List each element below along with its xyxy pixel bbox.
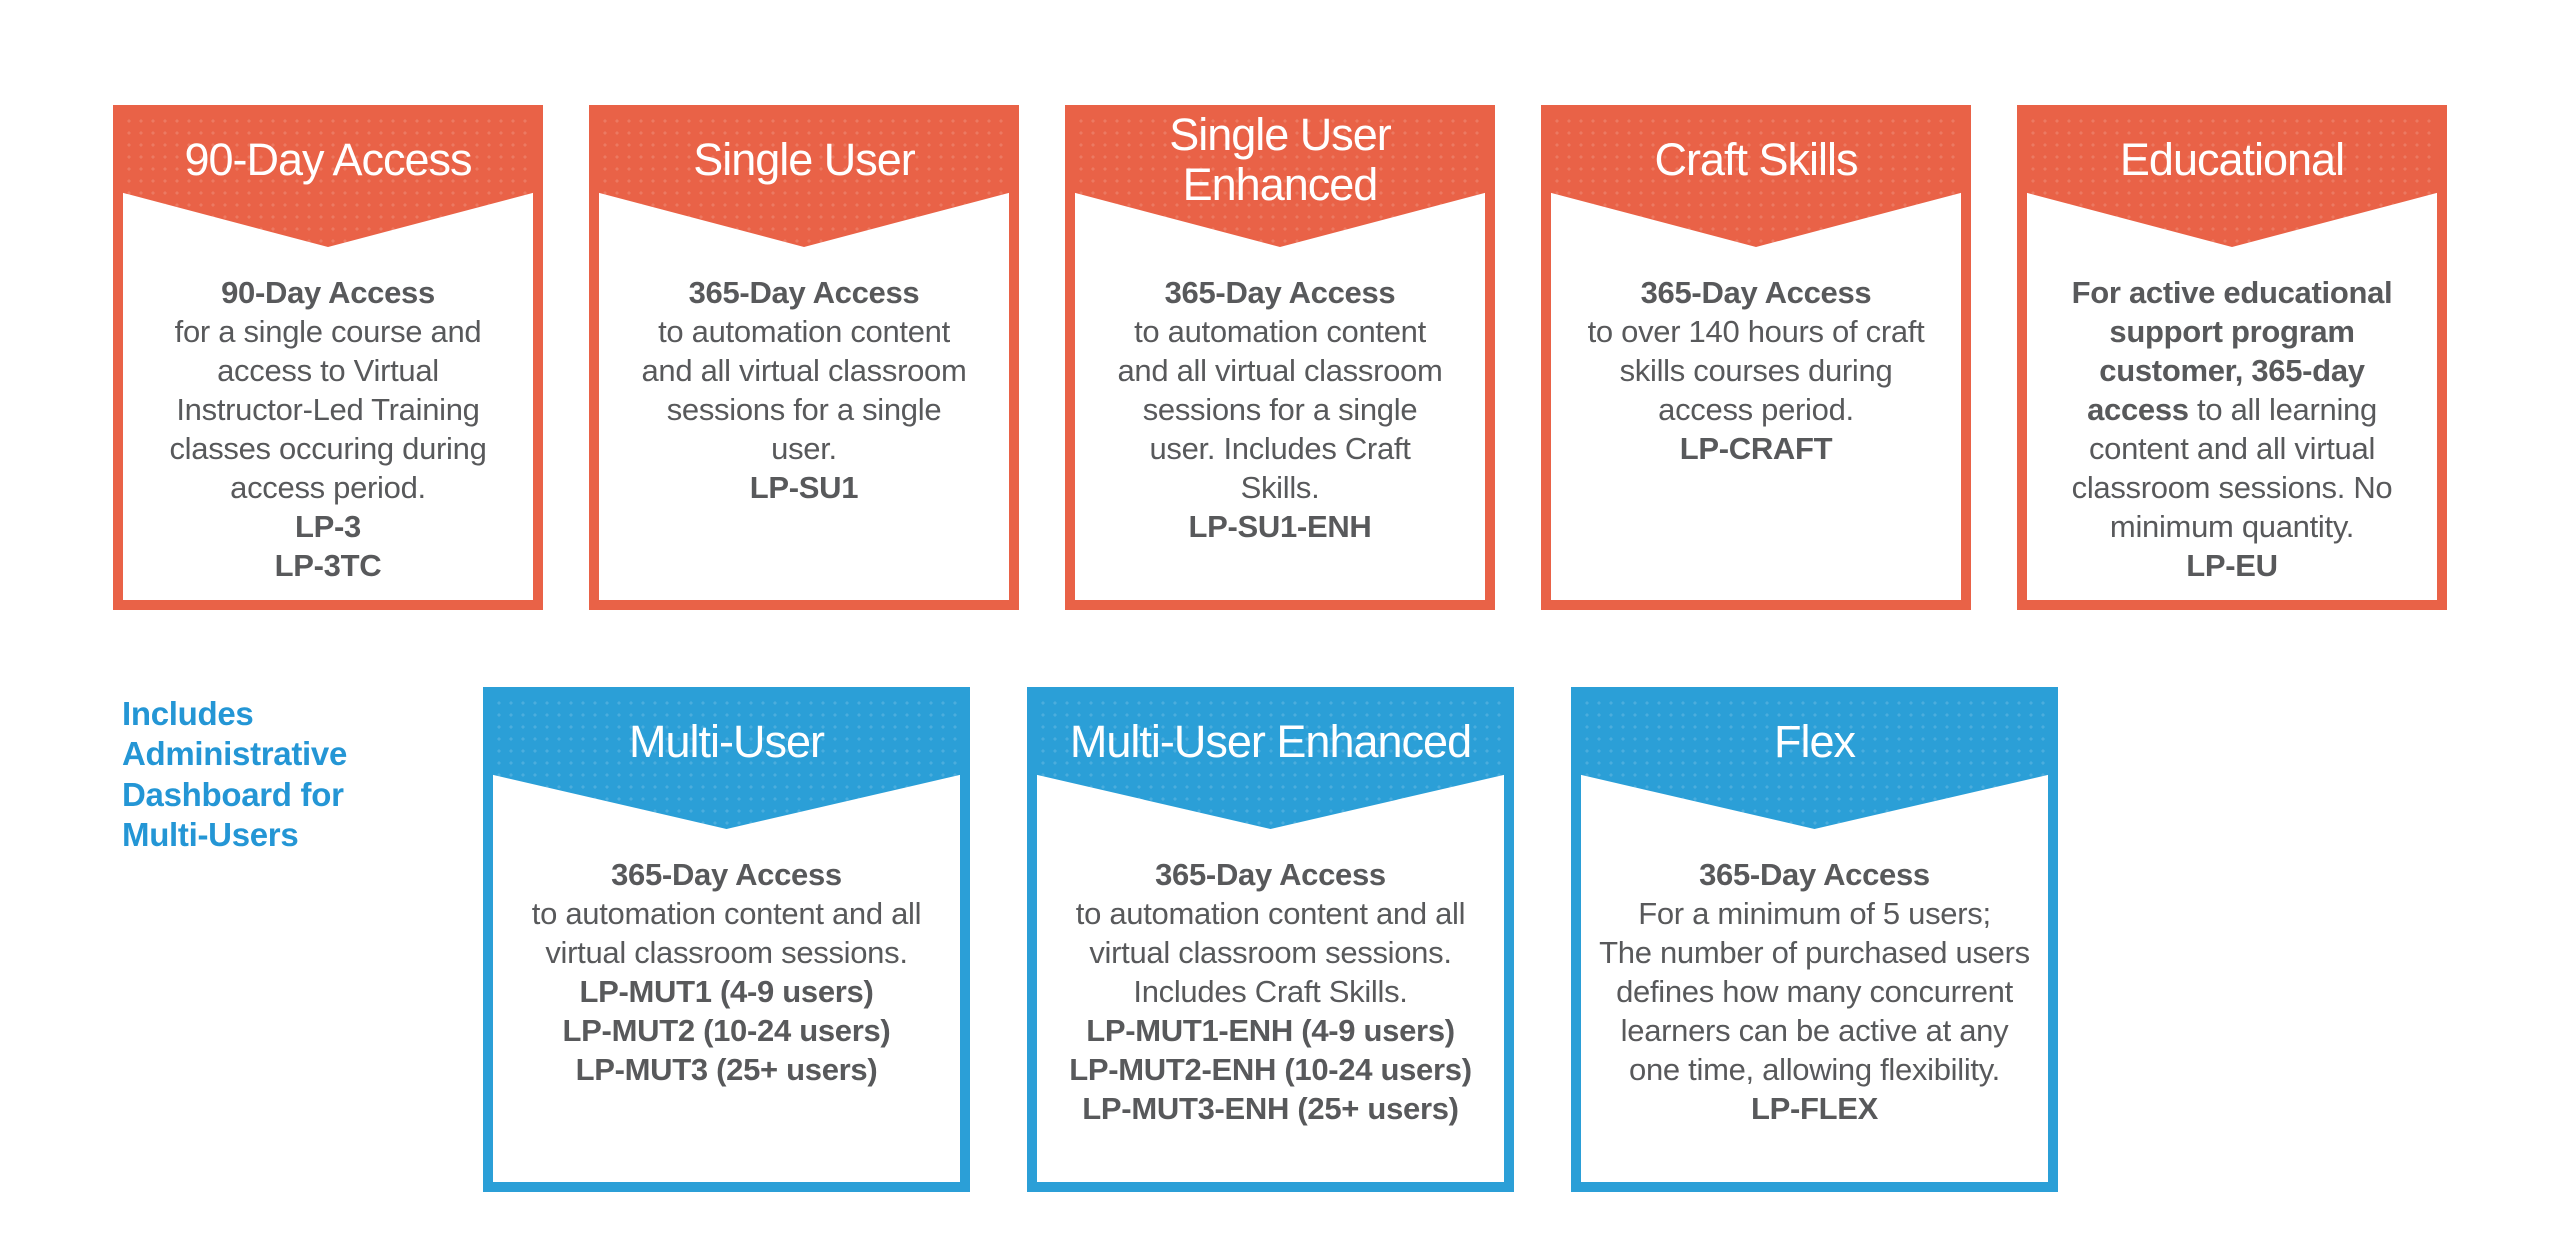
card-description: For active educational support program c… [2071,275,2393,584]
card-description: 365-Day Access to automation content and… [1117,275,1443,545]
card-title: Single User Enhanced [1169,108,1392,210]
card-title: Flex [1773,715,1856,767]
card-description: 365-Day Access to over 140 hours of craf… [1587,275,1925,467]
card-description: 365-Day Access to automation content and… [1069,857,1472,1127]
card-title: Craft Skills [1654,133,1858,185]
card-title: Multi-User [628,715,825,767]
card-title: 90-Day Access [184,133,472,185]
card-educational: Educational For active educational suppo… [2017,105,2447,610]
card-craft-skills: Craft Skills 365-Day Access to over 140 … [1541,105,1971,610]
card-single-user: Single User 365-Day Access to automation… [589,105,1019,610]
card-description: 365-Day Access For a minimum of 5 users;… [1599,857,2030,1127]
card-90-day-access: 90-Day Access 90-Day Access for a single… [113,105,543,610]
card-description: 365-Day Access to automation content and… [531,857,922,1088]
card-description: 90-Day Access for a single course and ac… [169,275,487,584]
card-title: Multi-User Enhanced [1069,715,1472,767]
card-single-user-enhanced: Single User Enhanced 365-Day Access to a… [1065,105,1495,610]
card-multi-user: Multi-User 365-Day Access to automation … [483,687,970,1192]
card-description: 365-Day Access to automation content and… [641,275,967,506]
card-flex: Flex 365-Day Access For a minimum of 5 u… [1571,687,2058,1192]
card-multi-user-enhanced: Multi-User Enhanced 365-Day Access to au… [1027,687,1514,1192]
card-title: Single User [693,133,916,185]
card-title: Educational [2119,133,2345,185]
multi-user-dashboard-note: Includes Administrative Dashboard for Mu… [122,695,348,853]
